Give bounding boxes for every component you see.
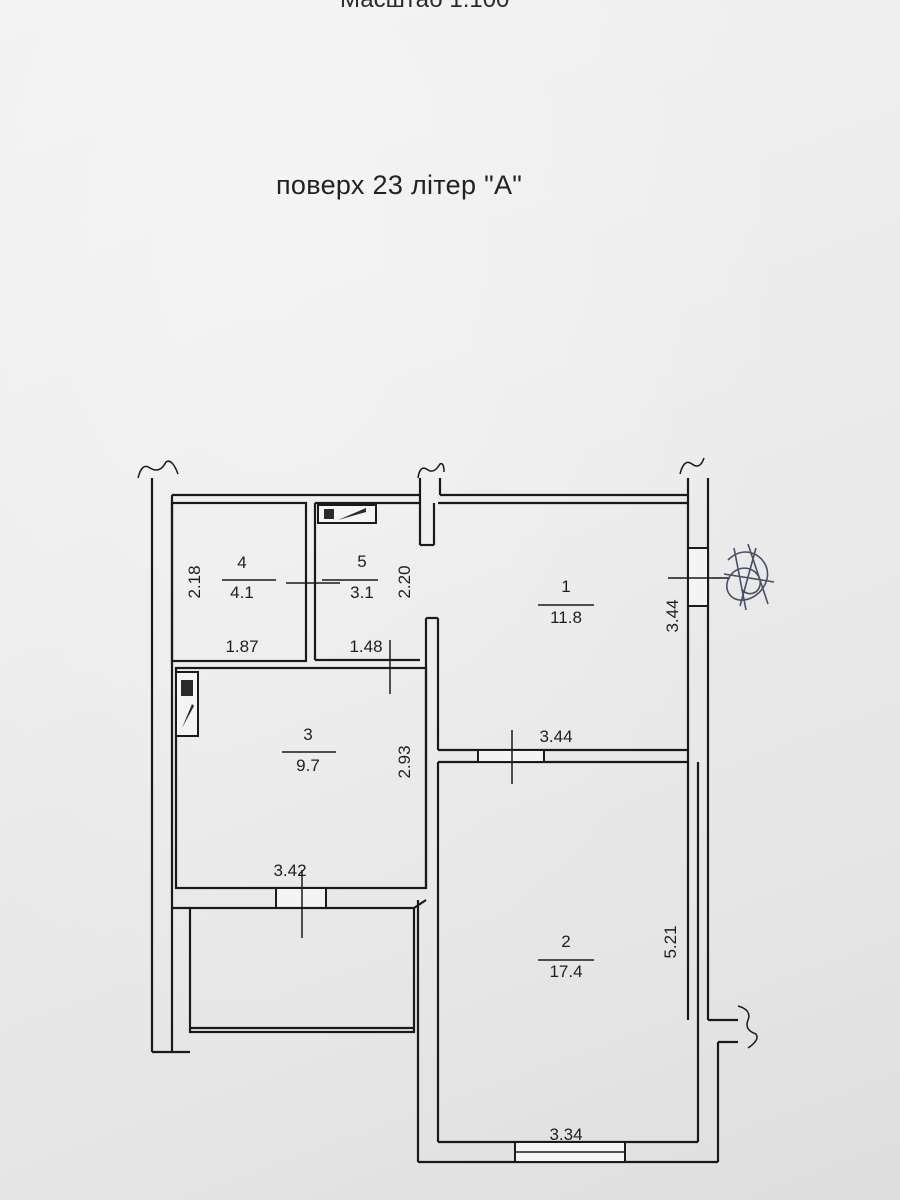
bath-fixture-mark — [338, 508, 366, 520]
balcony-top-right — [413, 899, 427, 909]
kitchen-fixture-mark — [182, 704, 194, 728]
room-4-height-dim: 2.18 — [185, 565, 204, 598]
scale-label: Масштаб 1:100 — [340, 0, 509, 14]
room-2-area: 17.4 — [549, 962, 582, 981]
room-1-width-dim: 3.44 — [539, 727, 572, 746]
room-5-area: 3.1 — [350, 583, 374, 602]
room-2-height-dim: 5.21 — [661, 925, 680, 958]
room-4: 4 4.1 2.18 1.87 — [170, 501, 340, 663]
room-4-outline — [170, 501, 308, 663]
room-4-number: 4 — [237, 553, 246, 572]
room-3: 3 9.7 2.93 3.42 — [174, 666, 428, 938]
ink-scribble — [723, 543, 775, 611]
room-1-number: 1 — [561, 577, 570, 596]
room-5-number: 5 — [357, 552, 366, 571]
floor-title: поверх 23 літер "А" — [276, 170, 523, 200]
door-1-2 — [477, 749, 545, 763]
room-3-height-dim: 2.93 — [395, 745, 414, 778]
central-partition — [418, 495, 440, 888]
wall-break-marks — [137, 457, 758, 1049]
scribble-strokes — [723, 543, 775, 611]
room-1-area: 11.8 — [550, 608, 582, 627]
room-5-width-dim: 1.48 — [349, 637, 382, 656]
room-5-height-dim: 2.20 — [395, 565, 414, 598]
room-4-area: 4.1 — [230, 583, 254, 602]
scribble-loop-a — [726, 551, 769, 601]
room-1-height-dim: 3.44 — [663, 599, 682, 632]
break-mark-right — [679, 457, 705, 475]
bath-fixture-block — [324, 509, 334, 519]
room-3-outline — [174, 666, 428, 890]
room-2: 2 17.4 5.21 3.34 — [538, 925, 680, 1144]
room-5: 5 3.1 2.20 1.48 — [313, 501, 420, 694]
room-2-width-dim: 3.34 — [549, 1125, 582, 1144]
window-room-1 — [687, 547, 709, 607]
room-2-number: 2 — [561, 932, 570, 951]
balcony — [152, 888, 427, 1054]
room-3-area: 9.7 — [296, 756, 320, 775]
room-4-width-dim: 1.87 — [225, 637, 258, 656]
door-3-balcony — [275, 887, 327, 909]
balcony-outline — [188, 906, 416, 1034]
break-mark-bottom-right — [737, 1005, 758, 1049]
kitchen-fixture-block — [181, 680, 193, 696]
break-mark-middle — [417, 462, 445, 479]
room-3-number: 3 — [303, 725, 312, 744]
break-mark-left — [137, 460, 179, 479]
room-1: 1 11.8 3.44 3.44 — [438, 501, 730, 784]
room-3-width-dim: 3.42 — [273, 861, 306, 880]
